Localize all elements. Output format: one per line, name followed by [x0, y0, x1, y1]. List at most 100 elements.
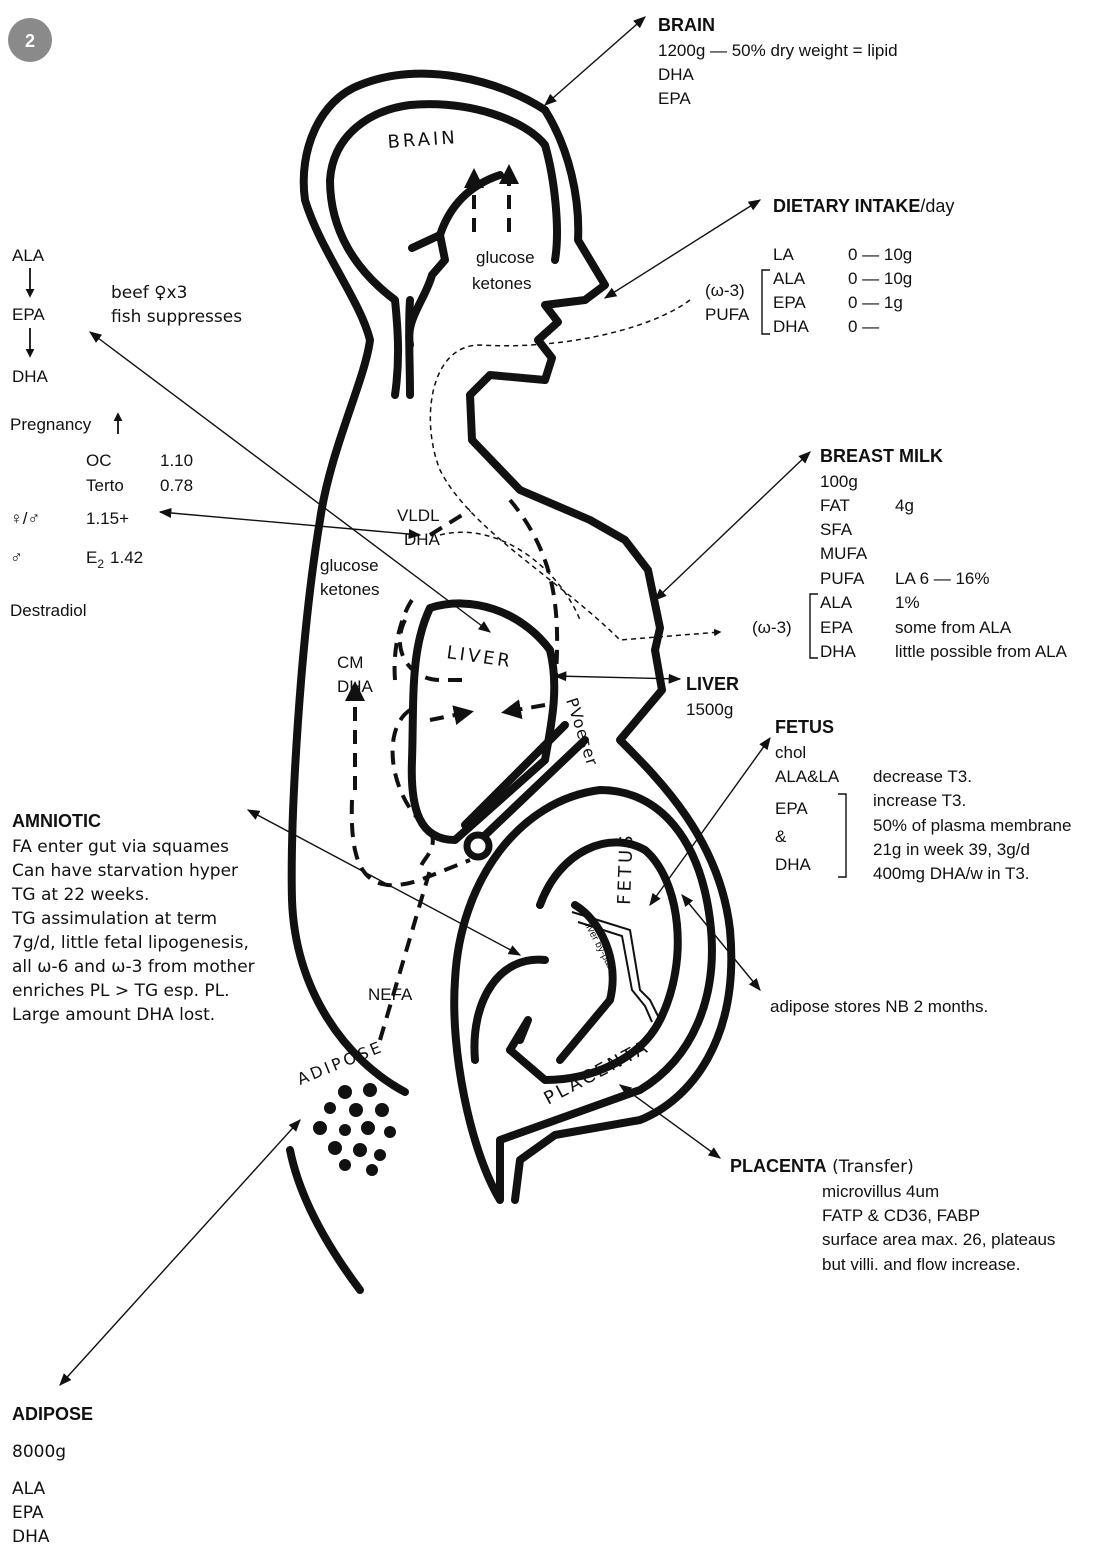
svg-text:DHA: DHA — [337, 677, 374, 696]
svg-text:CM: CM — [337, 653, 363, 672]
svg-text:ALA: ALA — [773, 269, 806, 288]
adipose-arrow — [60, 1120, 300, 1385]
svg-text:DHA: DHA — [773, 317, 810, 336]
svg-text:TG at 22 weeks.: TG at 22 weeks. — [11, 885, 149, 905]
svg-text:0 — 1g: 0 — 1g — [848, 293, 903, 312]
adipose-cells — [313, 1083, 396, 1176]
liver-organ: LIVER — [352, 500, 585, 885]
svg-text:NEFA: NEFA — [368, 985, 413, 1004]
svg-text:(ω-3): (ω-3) — [752, 618, 792, 637]
svg-text:400mg DHA/w in T3.: 400mg DHA/w in T3. — [873, 864, 1030, 883]
svg-text:Destradiol: Destradiol — [10, 601, 87, 620]
svg-text:ALA: ALA — [12, 246, 45, 265]
svg-text:DHA: DHA — [820, 642, 857, 661]
beef-liver-arrow — [90, 332, 490, 632]
svg-text:glucose: glucose — [476, 248, 535, 267]
svg-text:8000g: 8000g — [12, 1442, 66, 1462]
svg-text:Terto: Terto — [86, 476, 124, 495]
fetus-block: FETUS chol ALA&LA decrease T3. EPA & DHA… — [770, 717, 1071, 1016]
brain-arrow — [545, 17, 645, 105]
svg-text:FA enter gut via squames: FA enter gut via squames — [12, 837, 229, 857]
svg-text:DHA: DHA — [775, 855, 812, 874]
svg-text:EPA: EPA — [12, 305, 45, 324]
svg-text:TG assimulation at term: TG assimulation at term — [11, 909, 217, 929]
ala-epa-dha-chain: ALA EPA DHA — [12, 246, 49, 386]
pregnancy-block: Pregnancy OC 1.10 Terto 0.78 ♀/♂ 1.15+ ♂… — [10, 414, 193, 620]
dietary-to-milk-flow — [430, 300, 720, 640]
svg-text:E21.42: E21.42 — [86, 548, 143, 571]
svg-text:SFA: SFA — [820, 520, 853, 539]
svg-text:PUFA: PUFA — [820, 569, 865, 588]
svg-text:100g: 100g — [820, 472, 858, 491]
breast-milk-heading: BREAST MILK — [820, 446, 943, 466]
liver-fuel-label: glucose ketones — [320, 556, 380, 599]
svg-text:beef ♀x3: beef ♀x3 — [111, 283, 187, 303]
svg-text:♀/♂: ♀/♂ — [10, 509, 40, 528]
svg-text:0 — 10g: 0 — 10g — [848, 245, 912, 264]
dietary-bracket — [762, 270, 770, 334]
svg-text:fish suppresses: fish suppresses — [111, 307, 242, 327]
svg-text:Can have starvation hyper: Can have starvation hyper — [12, 861, 238, 881]
fetus-organ-label: FETUS — [614, 832, 638, 905]
ratio-vldl-arrow — [160, 512, 420, 535]
svg-text:LA: LA — [773, 245, 794, 264]
svg-text:EPA: EPA — [658, 89, 691, 108]
breast-milk-block: BREAST MILK 100g FAT 4g SFA MUFA PUFA LA… — [752, 446, 1068, 661]
adipose-block: ADIPOSE 8000g ALA EPA DHA — [12, 1404, 93, 1547]
svg-text:EPA: EPA — [820, 618, 853, 637]
amniotic-block: AMNIOTIC FA enter gut via squames Can ha… — [11, 811, 255, 1025]
svg-text:OC: OC — [86, 451, 112, 470]
svg-text:1%: 1% — [895, 593, 920, 612]
svg-text:ketones: ketones — [472, 274, 532, 293]
svg-text:microvillus 4um: microvillus 4um — [822, 1182, 939, 1201]
svg-text:FATP & CD36, FABP: FATP & CD36, FABP — [822, 1206, 980, 1225]
adipose-organ-label: ADIPOSE — [294, 1037, 386, 1089]
vldl-label: VLDL DHA — [397, 506, 441, 549]
beef-note: beef ♀x3 fish suppresses — [111, 283, 242, 327]
svg-text:ALA: ALA — [820, 593, 853, 612]
svg-text:little possible from ALA: little possible from ALA — [895, 642, 1068, 661]
svg-text:0 — 10g: 0 — 10g — [848, 269, 912, 288]
svg-text:but villi. and flow increase.: but villi. and flow increase. — [822, 1255, 1020, 1274]
svg-text:some from ALA: some from ALA — [895, 618, 1012, 637]
svg-text:(ω-3): (ω-3) — [705, 281, 745, 300]
milk-bracket — [810, 594, 818, 658]
liver-block: LIVER 1500g — [686, 674, 739, 719]
svg-text:EPA: EPA — [12, 1503, 44, 1523]
svg-text:0 —: 0 — — [848, 317, 879, 336]
svg-text:50% of plasma membrane: 50% of plasma membrane — [873, 816, 1071, 835]
svg-text:DHA: DHA — [658, 65, 695, 84]
placenta-heading: PLACENTA — [730, 1156, 827, 1176]
fetus-bracket — [838, 794, 846, 877]
svg-text:Pregnancy: Pregnancy — [10, 415, 92, 434]
adipose-organ: ADIPOSE NEFA — [294, 870, 430, 1176]
svg-text:PUFA: PUFA — [705, 305, 750, 324]
svg-text:DHA: DHA — [12, 1527, 50, 1547]
svg-text:DHA: DHA — [12, 367, 49, 386]
svg-text:decrease T3.: decrease T3. — [873, 767, 972, 786]
svg-text:ALA: ALA — [12, 1479, 45, 1499]
cm-label: CM DHA — [337, 653, 374, 696]
svg-text:FAT: FAT — [820, 496, 850, 515]
svg-text:ALA&LA: ALA&LA — [775, 767, 840, 786]
svg-text:Large amount DHA lost.: Large amount DHA lost. — [12, 1005, 215, 1025]
svg-text:EPA: EPA — [773, 293, 806, 312]
svg-text:PLACENTA (Transfer): PLACENTA (Transfer) — [730, 1156, 914, 1177]
svg-text:increase T3.: increase T3. — [873, 791, 966, 810]
svg-text:4g: 4g — [895, 496, 914, 515]
svg-text:EPA: EPA — [775, 799, 808, 818]
liver-organ-label: LIVER — [445, 642, 514, 672]
svg-text:1200g — 50% dry weight = lipid: 1200g — 50% dry weight = lipid — [658, 41, 898, 60]
fetus-heading: FETUS — [775, 717, 834, 737]
svg-text:&: & — [775, 827, 787, 846]
svg-text:1500g: 1500g — [686, 700, 733, 719]
adipose-stores-arrow — [682, 895, 760, 990]
svg-text:1.10: 1.10 — [160, 451, 193, 470]
breast-milk-arrow — [655, 452, 810, 600]
svg-text:1.15+: 1.15+ — [86, 509, 129, 528]
svg-text:DIETARY INTAKE/day: DIETARY INTAKE/day — [773, 196, 954, 216]
figure-number-badge: 2 — [8, 18, 52, 62]
placenta-block: PLACENTA (Transfer) microvillus 4um FATP… — [730, 1156, 1055, 1274]
adipose-heading: ADIPOSE — [12, 1404, 93, 1424]
svg-text:chol: chol — [775, 743, 806, 762]
